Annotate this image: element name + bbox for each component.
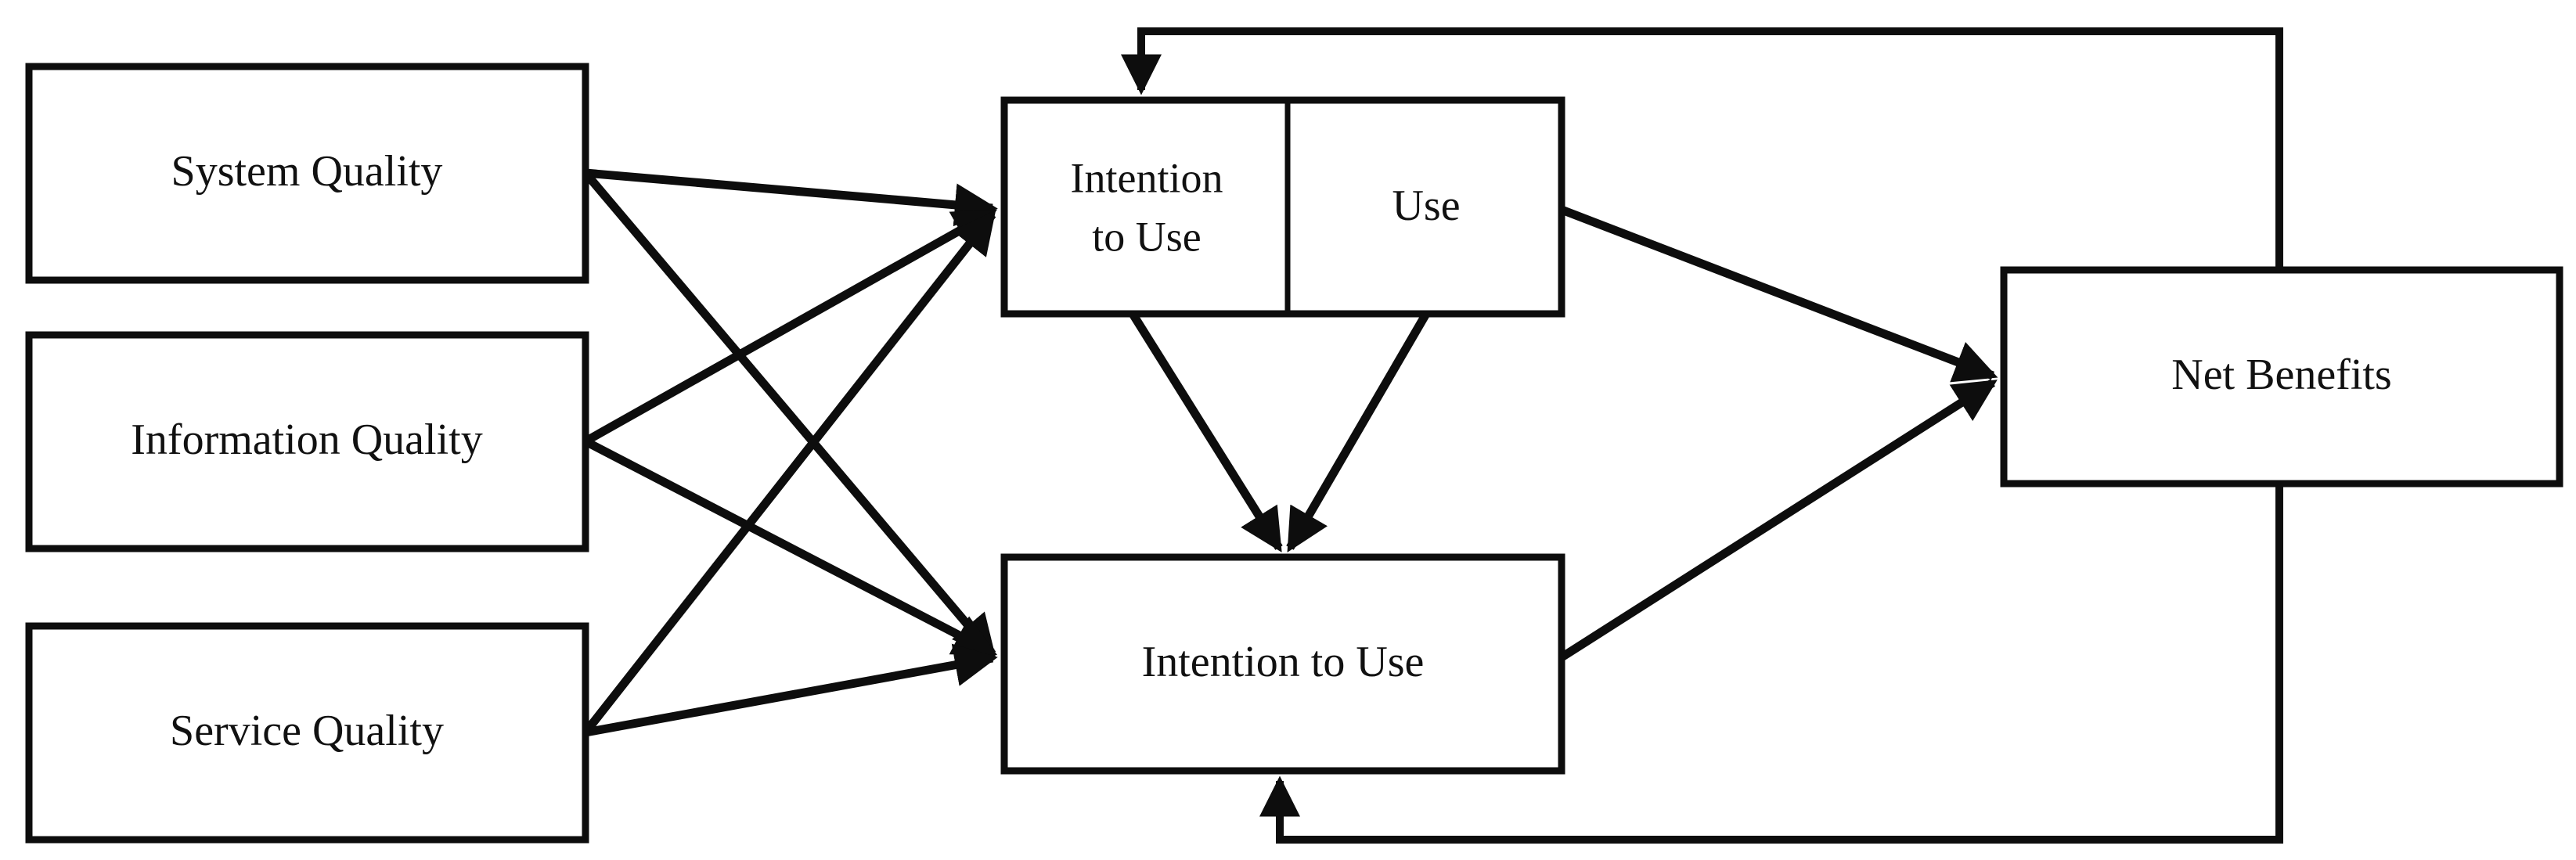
edge-intention-top-to-intention-bottom [1129, 311, 1283, 552]
use-label: Use [1392, 182, 1460, 230]
intention-to-use-top-label-line2: to Use [1092, 213, 1201, 260]
edge-service-quality-to-intention-top [582, 210, 996, 736]
information-quality-box[interactable] [25, 331, 589, 552]
node-intention-to-use-and-use[interactable]: Intention to Use Use [1000, 96, 1565, 318]
intention-to-use-bottom-label: Intention to Use [1142, 638, 1425, 686]
edge-use-to-net-benefits [1560, 205, 1998, 383]
edge-system-quality-to-intention-top [585, 168, 998, 227]
node-intention-to-use-bottom[interactable]: Intention to Use [1000, 553, 1565, 775]
edge-use-to-intention-bottom [1286, 311, 1430, 552]
intention-to-use-top-box[interactable] [1000, 96, 1565, 318]
system-quality-box[interactable] [25, 63, 589, 284]
node-net-benefits[interactable]: Net Benefits [2000, 266, 2563, 488]
service-quality-box[interactable] [25, 622, 589, 844]
edge-service-quality-to-intention-bottom [585, 643, 998, 737]
edge-system-quality-to-intention-bottom [582, 170, 996, 659]
edge-net-benefits-feedback-to-intention-bottom [1259, 484, 2283, 844]
intention-to-use-top-label-line1: Intention [1071, 154, 1223, 201]
edge-intention-bottom-to-net-benefits [1559, 379, 1998, 661]
node-system-quality[interactable]: System Quality [25, 63, 589, 284]
edge-information-quality-to-intention-bottom [583, 437, 998, 657]
edge-net-benefits-feedback-to-intention-top [1121, 27, 2283, 270]
information-quality-label: Information Quality [131, 416, 482, 464]
intention-to-use-bottom-box[interactable] [1000, 553, 1565, 775]
net-benefits-label: Net Benefits [2171, 351, 2391, 399]
node-information-quality[interactable]: Information Quality [25, 331, 589, 552]
edge-information-quality-to-intention-top [583, 208, 997, 445]
net-benefits-box[interactable] [2000, 266, 2563, 488]
system-quality-label: System Quality [171, 147, 443, 196]
service-quality-label: Service Quality [170, 707, 444, 755]
node-service-quality[interactable]: Service Quality [25, 622, 589, 844]
